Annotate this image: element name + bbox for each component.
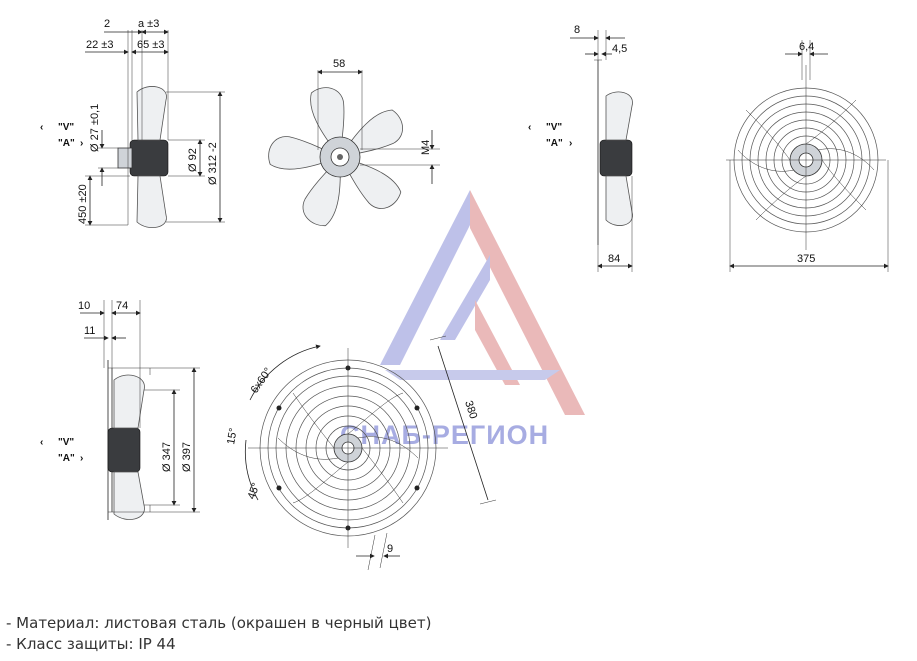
dim-2: 2 bbox=[104, 18, 110, 30]
spec-material: - Материал: листовая сталь (окрашен в че… bbox=[6, 614, 432, 632]
blade-bottom bbox=[136, 175, 167, 229]
arrow-v-left: ‹ bbox=[40, 122, 43, 133]
label-a-b: "A" bbox=[546, 138, 563, 149]
dim-10: 10 bbox=[78, 300, 90, 312]
blade-top bbox=[136, 86, 167, 141]
side-view-c: 10 74 11 Ø 347 Ø 397 ‹ "V" "A" › bbox=[40, 300, 200, 520]
motor-body-b bbox=[599, 139, 633, 177]
arrow-a-right-b: › bbox=[569, 138, 572, 149]
dim-45-deg: 45° bbox=[246, 481, 263, 501]
watermark-text: СНАБ-РЕГИОН bbox=[340, 420, 549, 450]
dim-6x60: 6x60° bbox=[249, 366, 275, 396]
label-a-c: "A" bbox=[58, 453, 75, 464]
dim-450: 450 ±20 bbox=[77, 184, 89, 224]
motor-body bbox=[129, 139, 169, 177]
dim-9: 9 bbox=[387, 543, 393, 555]
spec-protection-class: - Класс защиты: IP 44 bbox=[6, 635, 176, 653]
dim-375: 375 bbox=[797, 253, 815, 265]
dim-a: a ±3 bbox=[138, 18, 159, 30]
arrow-a-right-c: › bbox=[80, 453, 83, 464]
blade-top-b bbox=[605, 91, 633, 141]
arrow-v-left-c: ‹ bbox=[40, 437, 43, 448]
label-v-b: "V" bbox=[546, 122, 562, 133]
dim-15-deg: 15° bbox=[225, 427, 240, 445]
dim-312: Ø 312 -2 bbox=[207, 142, 219, 185]
label-a: "A" bbox=[58, 138, 75, 149]
blade-bottom-c bbox=[113, 471, 145, 520]
shaft-hub bbox=[117, 147, 133, 169]
technical-drawing: СНАБ-РЕГИОН 2 a ±3 22 ±3 65 ±3 Ø 92 Ø 31… bbox=[40, 18, 889, 571]
dim-65: 65 ±3 bbox=[137, 39, 164, 51]
spec-list: - Материал: листовая сталь (окрашен в че… bbox=[6, 613, 431, 655]
arrow-v-left-b: ‹ bbox=[528, 122, 531, 133]
dim-22: 22 ±3 bbox=[86, 39, 113, 51]
dim-380: 380 bbox=[462, 399, 479, 420]
dim-27: Ø 27 ±0,1 bbox=[89, 104, 101, 152]
dim-4-5: 4,5 bbox=[612, 43, 627, 55]
side-view-a: 2 a ±3 22 ±3 65 ±3 Ø 92 Ø 312 -2 Ø 27 ±0… bbox=[40, 18, 225, 229]
label-v-c: "V" bbox=[58, 437, 74, 448]
side-view-b: 8 4,5 84 ‹ "V" "A" › bbox=[528, 24, 633, 272]
dim-347: Ø 347 bbox=[161, 442, 173, 472]
arrow-a-right: › bbox=[80, 138, 83, 149]
dim-11: 11 bbox=[84, 325, 95, 337]
dim-74: 74 bbox=[116, 300, 128, 312]
dim-6-4: 6,4 bbox=[799, 41, 814, 53]
blade-top-c bbox=[113, 374, 145, 429]
impeller-front-view: 58 M4 bbox=[268, 58, 440, 227]
dim-8: 8 bbox=[574, 24, 580, 36]
dim-84: 84 bbox=[608, 253, 620, 265]
label-v: "V" bbox=[58, 122, 74, 133]
motor-body-c bbox=[107, 427, 141, 473]
dim-92: Ø 92 bbox=[187, 148, 199, 172]
dim-58: 58 bbox=[333, 58, 345, 70]
blade-bottom-b bbox=[605, 175, 633, 226]
watermark-logo bbox=[380, 190, 585, 415]
dim-m4: M4 bbox=[420, 140, 432, 155]
dim-397: Ø 397 bbox=[181, 442, 193, 472]
guard-front-view: 6,4 375 bbox=[726, 40, 889, 272]
